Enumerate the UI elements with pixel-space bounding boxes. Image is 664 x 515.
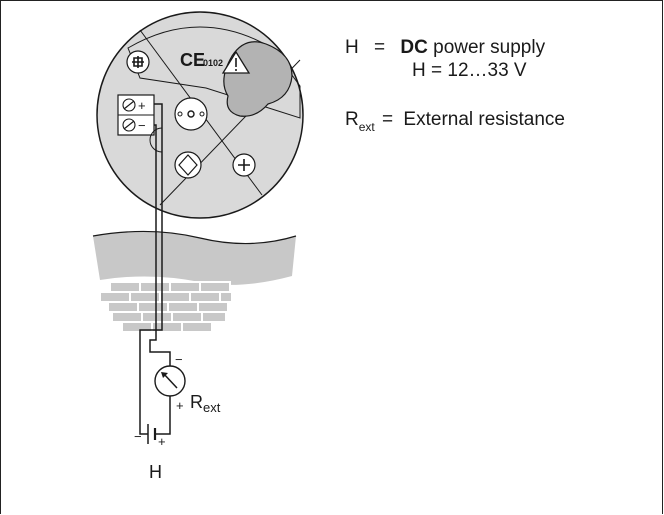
legend-r-equals: = — [382, 109, 394, 130]
legend-rext-line: Rext = External resistance — [345, 109, 565, 134]
legend-r-symbol: Rext — [345, 109, 375, 134]
terminal-minus-label: − — [138, 118, 146, 133]
terminal-block — [117, 94, 155, 136]
screw-bottom-right-icon — [232, 153, 256, 177]
legend-h-symbol: H — [345, 37, 359, 58]
ammeter-rext-icon — [154, 365, 186, 397]
meter-plus-label: + — [176, 398, 184, 413]
legend-r-desc: External resistance — [403, 109, 565, 130]
legend-h-desc-rest: power supply — [427, 37, 546, 58]
meter-label: Rext — [190, 392, 221, 415]
process-connection — [93, 231, 296, 285]
loop-circuit — [139, 230, 171, 435]
battery-plus-label: + — [158, 434, 166, 449]
meter-minus-label: − — [175, 352, 183, 367]
sensor-connector — [174, 97, 208, 131]
legend-h-equals: = — [374, 37, 386, 58]
cable-entry-hole — [149, 127, 163, 153]
cable-gland — [99, 281, 233, 333]
adjust-screw-icon — [174, 151, 202, 179]
legend-h-voltage: H = 12…33 V — [412, 60, 527, 81]
ce-mark: CE — [180, 50, 205, 70]
notified-body-number: 0102 — [203, 58, 223, 68]
signal-wires — [154, 103, 163, 230]
battery-minus-label: − — [134, 429, 142, 444]
screw-top-left-icon — [126, 50, 150, 74]
battery-icon — [147, 424, 157, 444]
legend-h-line: H = DC power supply — [345, 37, 545, 59]
supply-label: H — [149, 462, 162, 482]
terminal-plus-label: + — [138, 98, 146, 113]
warning-triangle-icon — [221, 50, 251, 74]
legend-h-desc-bold: DC — [400, 37, 428, 58]
